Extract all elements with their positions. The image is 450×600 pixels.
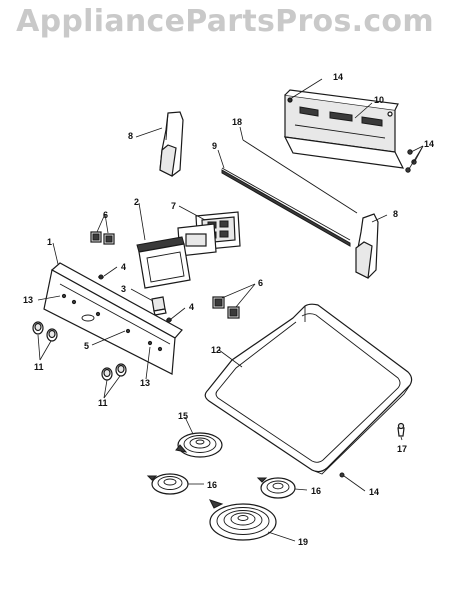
callout-11-right: 11 bbox=[98, 398, 108, 408]
callout-1: 1 bbox=[47, 237, 52, 247]
callout-5: 5 bbox=[84, 341, 89, 351]
callout-8-right: 8 bbox=[393, 209, 398, 219]
burner-16-right bbox=[256, 477, 296, 499]
burner-19 bbox=[209, 499, 277, 541]
end-cap-8-right bbox=[355, 213, 379, 279]
callout-6-left: 6 bbox=[103, 210, 108, 220]
callout-16-left: 16 bbox=[207, 480, 217, 490]
callout-10: 10 bbox=[374, 95, 384, 105]
end-cap-8-left bbox=[159, 111, 184, 177]
callout-8-left: 8 bbox=[128, 131, 133, 141]
screw-14-top bbox=[288, 98, 292, 102]
callout-17: 17 bbox=[397, 444, 407, 454]
callout-18: 18 bbox=[232, 117, 242, 127]
callout-4-left: 4 bbox=[121, 262, 126, 272]
clip-17 bbox=[397, 422, 405, 437]
callout-labels: 14 10 14 18 9 8 8 7 2 6 1 4 3 4 6 13 5 1… bbox=[23, 72, 434, 547]
control-panel-1 bbox=[43, 262, 183, 375]
screw-4-right bbox=[166, 317, 172, 323]
callout-14-bottom: 14 bbox=[369, 487, 379, 497]
bracket-3 bbox=[151, 296, 167, 316]
callout-13-right: 13 bbox=[140, 378, 150, 388]
vent-panel-10 bbox=[283, 89, 405, 169]
display-glass-2 bbox=[136, 236, 191, 289]
switches-6-left bbox=[90, 231, 115, 245]
callout-14-right: 14 bbox=[424, 139, 434, 149]
switches-6-right bbox=[212, 296, 240, 319]
callout-11-left: 11 bbox=[34, 362, 44, 372]
burner-15 bbox=[175, 432, 223, 458]
watermark: AppliancePartsPros.com bbox=[16, 4, 434, 39]
callout-6-right: 6 bbox=[258, 278, 263, 288]
leader-lines bbox=[37, 78, 424, 542]
burner-16-left bbox=[146, 473, 189, 495]
callout-3: 3 bbox=[121, 284, 126, 294]
knobs-11-left bbox=[32, 321, 58, 342]
screw-14-bottom bbox=[339, 472, 345, 478]
callout-2: 2 bbox=[134, 197, 139, 207]
callout-12: 12 bbox=[211, 345, 221, 355]
callout-15: 15 bbox=[178, 411, 188, 421]
callout-16-right: 16 bbox=[311, 486, 321, 496]
callout-19: 19 bbox=[298, 537, 308, 547]
callout-13-left: 13 bbox=[23, 295, 33, 305]
callout-9: 9 bbox=[212, 141, 217, 151]
knobs-11-right bbox=[101, 363, 127, 381]
screws-14-right bbox=[405, 149, 417, 173]
rail-9 bbox=[221, 167, 351, 247]
cooktop-12 bbox=[204, 303, 413, 475]
screw-4-left bbox=[98, 274, 104, 280]
trim-strip-18 bbox=[242, 139, 358, 214]
callout-7: 7 bbox=[171, 201, 176, 211]
callout-4-right: 4 bbox=[189, 302, 194, 312]
callout-14-top: 14 bbox=[333, 72, 343, 82]
